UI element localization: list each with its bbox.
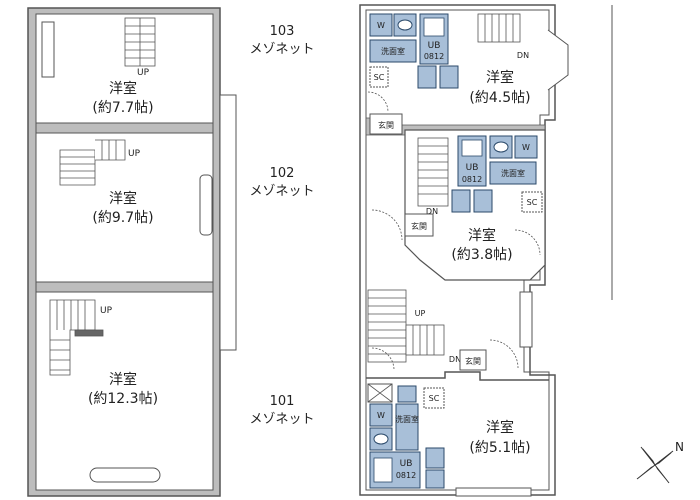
room-101-lower-name: 洋室 [486,419,514,436]
lower-floor-plan: W UB 0812 洗面室 SC 玄関 [359,4,613,497]
unit-102-type: メゾネット [249,184,314,199]
bath-102-label: UB [466,163,479,173]
room-101-size: (約12.3帖) [88,391,158,407]
stair-101-up-label: UP [100,306,113,316]
unit-labels: 103 メゾネット 102 メゾネット 101 メゾネット [249,24,314,427]
room-102-lower-name: 洋室 [468,227,496,244]
closet-103-label: SC [374,73,385,82]
washer-101-label: W [377,411,385,420]
stair-102-dn-label: DN [426,207,438,216]
washer-102-label: W [522,143,530,152]
room-102-size: (約9.7帖) [92,210,153,226]
room-101-lower-size: (約5.1帖) [469,440,530,456]
bath-103-size: 0812 [424,52,444,61]
stair-101-up-lower-label: UP [415,309,426,318]
unit-103-type: メゾネット [249,42,314,57]
unit-101-number: 101 [270,394,295,409]
closet-102-label: SC [527,198,538,207]
bath-101-label: UB [400,459,413,469]
bath-103-label: UB [428,41,441,51]
room-102-lower-size: (約3.8帖) [451,247,512,263]
stair-101-upper [49,299,104,376]
room-103-lower-size: (約4.5帖) [469,90,530,106]
washroom-101-label: 洗面室 [395,414,419,424]
washroom-103-label: 洗面室 [381,46,405,56]
room-103-size: (約7.7帖) [92,100,153,116]
stair-102-upper [59,139,126,186]
upper-floor-plan: UP UP UP 洋室 (約7.7帖) 洋室 (約9.7帖) [27,7,237,497]
stair-103-dn-label: DN [517,51,529,60]
entrance-102-label: 玄関 [411,221,427,231]
stair-102-up-label: UP [128,149,141,159]
compass-icon: N [636,440,684,484]
stair-103-upper [124,17,156,67]
unit-101-lower: UP DN 玄関 W 洗面室 S [366,289,549,497]
washer-103-label: W [377,21,385,30]
room-103-lower-name: 洋室 [486,69,514,86]
stair-103-up-label: UP [137,68,150,78]
room-103-name: 洋室 [109,80,137,97]
compass-north-label: N [675,440,684,454]
unit-103-lower: W UB 0812 洗面室 SC 玄関 [365,13,569,136]
room-102-name: 洋室 [109,190,137,207]
unit-102-lower: W UB 0812 洗面室 SC DN [371,129,546,281]
stair-101-dn-lower-label: DN [449,355,461,364]
room-101-name: 洋室 [109,371,137,388]
bath-101-size: 0812 [396,471,416,480]
entrance-101-label: 玄関 [465,356,481,366]
closet-101-label: SC [429,394,440,403]
entrance-103-label: 玄関 [378,120,394,130]
unit-101-type: メゾネット [249,412,314,427]
unit-103-number: 103 [270,24,295,39]
window-101 [89,467,161,483]
bath-102-size: 0812 [462,175,482,184]
washroom-102-label: 洗面室 [501,168,525,178]
unit-102-number: 102 [270,166,295,181]
